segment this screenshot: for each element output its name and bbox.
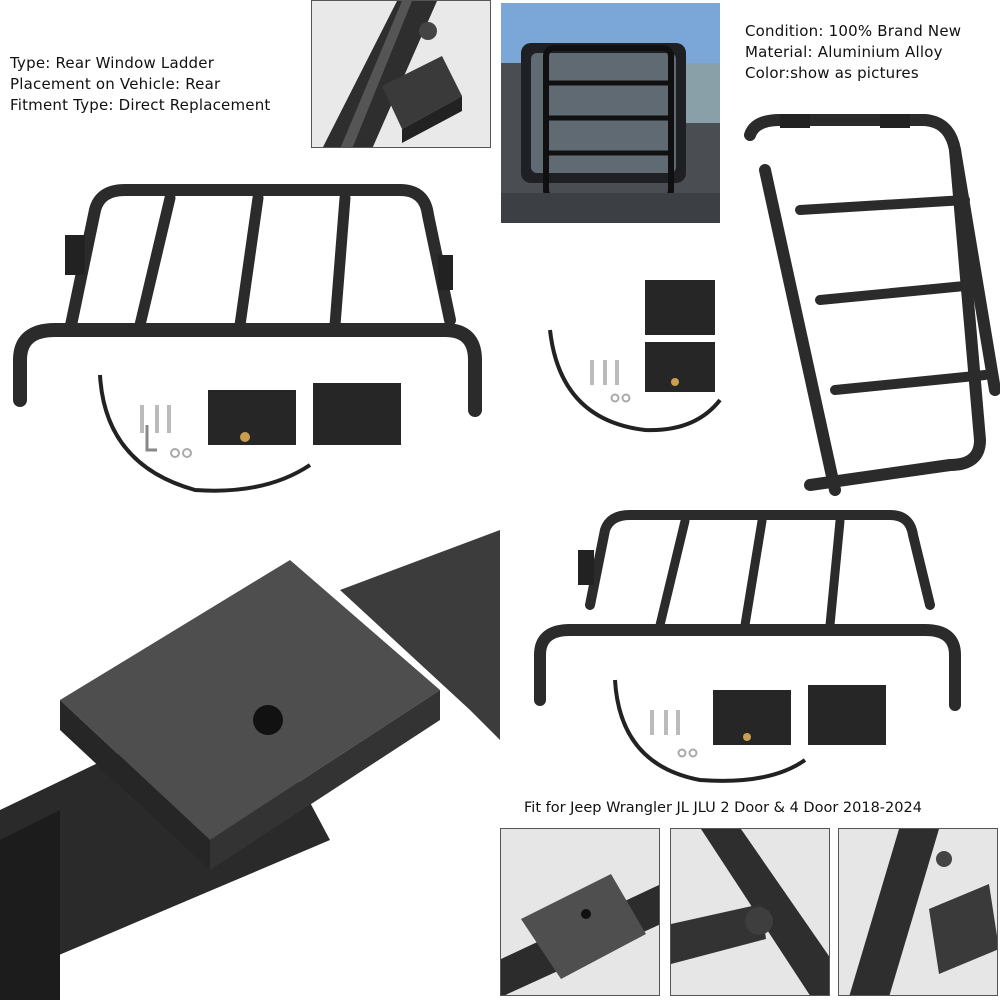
- vehicle-installed-photo: [501, 3, 720, 223]
- mount-kit-small: [610, 675, 900, 795]
- ladder-product-large: [0, 180, 500, 500]
- mount-blocks-hardware: [545, 270, 735, 440]
- bracket-weld-macro: [0, 510, 500, 1000]
- detail-hinge: [838, 828, 998, 996]
- detail-bracket: [500, 828, 660, 996]
- mount-kit-large: [95, 365, 415, 505]
- ladder-product-small: [530, 505, 970, 715]
- ladder-side-view: [740, 110, 1000, 500]
- spec-material: Material: Aluminium Alloy: [745, 43, 943, 61]
- specs-left: Type: Rear Window Ladder Placement on Ve…: [10, 53, 271, 116]
- spec-placement: Placement on Vehicle: Rear: [10, 75, 221, 93]
- spec-condition: Condition: 100% Brand New: [745, 22, 962, 40]
- spec-type: Type: Rear Window Ladder: [10, 54, 215, 72]
- spec-color: Color:show as pictures: [745, 64, 919, 82]
- specs-right: Condition: 100% Brand New Material: Alum…: [745, 21, 961, 84]
- fitment-caption: Fit for Jeep Wrangler JL JLU 2 Door & 4 …: [524, 800, 922, 816]
- bracket-closeup-top: [311, 0, 491, 148]
- detail-weld: [670, 828, 830, 996]
- spec-fitment-type: Fitment Type: Direct Replacement: [10, 96, 271, 114]
